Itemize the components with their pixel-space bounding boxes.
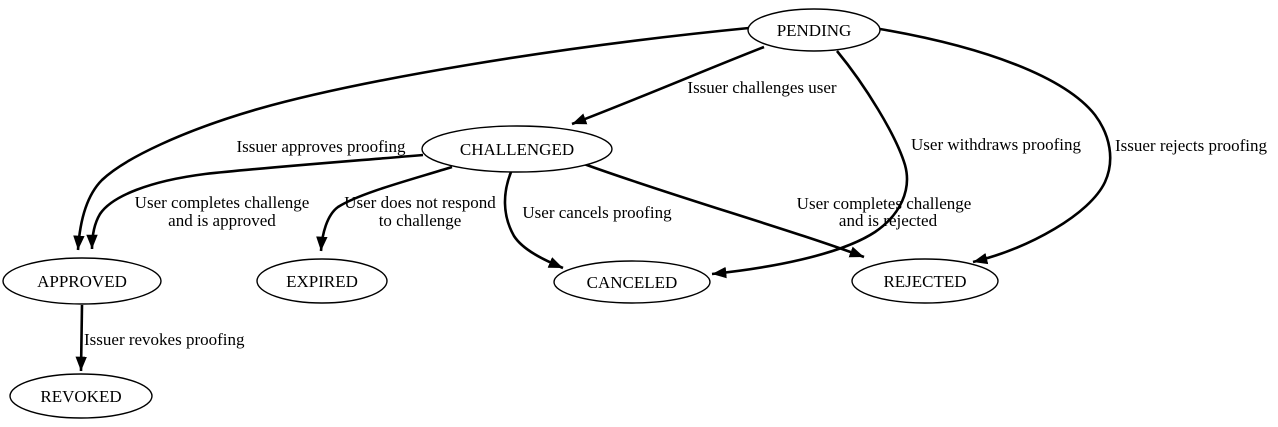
edge-label-no-respond-line1: User does not respond — [344, 193, 496, 212]
edge-label-completes-approved-line1: User completes challenge — [135, 193, 310, 212]
node-expired: EXPIRED — [256, 258, 388, 304]
challenged-label: CHALLENGED — [460, 140, 574, 159]
edge-pending-rejected — [879, 27, 1112, 265]
edge-label-user-withdraws-proofing: User withdraws proofing — [911, 135, 1081, 154]
revoked-label: REVOKED — [40, 387, 121, 406]
node-rejected: REJECTED — [851, 258, 999, 304]
edge-challenged-approved — [86, 153, 424, 250]
edge-label-issuer-revokes-proofing: Issuer revokes proofing — [84, 330, 245, 349]
edge-label-user-cancels-proofing: User cancels proofing — [522, 203, 672, 222]
edge-challenged-rejected — [583, 162, 865, 259]
edge-challenged-expired — [316, 165, 453, 252]
node-pending: PENDING — [747, 8, 881, 52]
edge-label-completes-rejected-line1: User completes challenge — [797, 194, 972, 213]
approved-label: APPROVED — [37, 272, 127, 291]
edge-challenged-canceled — [503, 171, 564, 270]
edge-label-completes-approved-line2: and is approved — [168, 211, 276, 230]
edge-label-issuer-approves-proofing: Issuer approves proofing — [236, 137, 406, 156]
edge-pending-approved — [73, 26, 750, 251]
edge-approved-revoked — [75, 304, 87, 372]
edge-label-issuer-rejects-proofing: Issuer rejects proofing — [1115, 136, 1268, 155]
challenged-ellipse — [421, 125, 613, 173]
rejected-label: REJECTED — [883, 272, 966, 291]
node-canceled: CANCELED — [553, 260, 711, 304]
canceled-label: CANCELED — [587, 273, 678, 292]
node-challenged: CHALLENGED — [421, 125, 613, 173]
node-approved: APPROVED — [2, 257, 162, 305]
edge-label-completes-rejected-line2: and is rejected — [839, 211, 938, 230]
edge-pending-challenged — [571, 45, 765, 126]
edge-label-no-respond-line2: to challenge — [379, 211, 462, 230]
node-revoked: REVOKED — [9, 373, 153, 419]
expired-label: EXPIRED — [286, 272, 358, 291]
revoked-ellipse — [9, 373, 153, 419]
pending-ellipse — [747, 8, 881, 52]
canceled-ellipse — [553, 260, 711, 304]
rejected-ellipse — [851, 258, 999, 304]
edge-label-issuer-challenges-user: Issuer challenges user — [687, 78, 837, 97]
pending-label: PENDING — [777, 21, 852, 40]
expired-ellipse — [256, 258, 388, 304]
approved-ellipse — [2, 257, 162, 305]
edge-pending-canceled — [711, 50, 909, 279]
